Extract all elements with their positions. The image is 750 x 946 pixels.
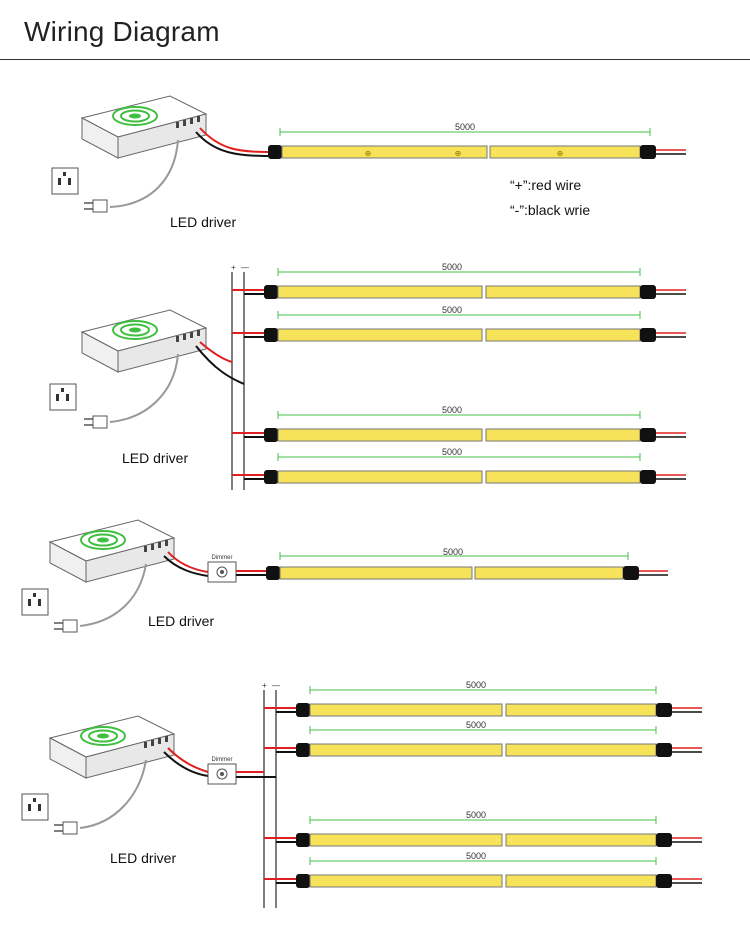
dimmer-single-svg: Dimmer 5000	[21, 519, 668, 633]
diagram-parallel-strips: + — 5000 5000 5000 5000 LED driver	[0, 250, 750, 500]
driver-label: LED driver	[110, 850, 177, 866]
length-label: 5000	[442, 305, 462, 315]
bus-minus-label: —	[272, 681, 280, 690]
strip-rows: 5000 5000 5000 5000	[232, 262, 686, 484]
driver-box	[48, 715, 176, 779]
driver-label: LED driver	[148, 613, 215, 629]
led-strip: 5000	[232, 262, 686, 299]
socket-icon	[51, 167, 79, 195]
led-strip: 5000	[232, 305, 686, 342]
driver-box	[48, 519, 176, 583]
driver-label: LED driver	[122, 450, 189, 466]
dimmer-label: Dimmer	[212, 757, 233, 763]
length-label: 5000	[442, 447, 462, 457]
plug-icon	[54, 619, 78, 633]
dimmer-box: Dimmer	[207, 555, 237, 583]
driver-box	[80, 95, 208, 159]
single-strip-svg: 5000 ⊕ ⊕ ⊕	[51, 95, 686, 213]
socket-icon	[21, 793, 49, 821]
dimmer-label: Dimmer	[212, 555, 233, 561]
diagram-dimmer-parallel: Dimmer + — 5000 5000 5000 5000 LED driver	[0, 676, 750, 938]
bus-plus-label: +	[231, 263, 236, 272]
led-strip: 5000	[232, 405, 686, 442]
header: Wiring Diagram	[0, 0, 750, 60]
length-label: 5000	[466, 720, 486, 730]
length-label: 5000	[466, 810, 486, 820]
length-label: 5000	[442, 262, 462, 272]
diagram-dimmer-single: Dimmer 5000 LED driver	[0, 500, 750, 660]
dimmer-parallel-svg: Dimmer + — 5000 5000 5000 5000	[21, 680, 702, 908]
driver-box	[80, 309, 208, 373]
socket-icon	[49, 383, 77, 411]
led-strip: 5000	[264, 851, 702, 888]
driver-label: LED driver	[170, 214, 237, 230]
led-strip: 5000	[266, 547, 668, 580]
parallel-strips-svg: + — 5000 5000 5000 5000	[49, 262, 686, 490]
bus-plus-label: +	[262, 681, 267, 690]
svg-text:⊕: ⊕	[455, 149, 462, 158]
length-label: 5000	[443, 547, 463, 557]
svg-text:⊕: ⊕	[365, 149, 372, 158]
page-title: Wiring Diagram	[24, 16, 220, 47]
bus-minus-label: —	[241, 263, 249, 272]
strip-rows: 5000 5000 5000 5000	[264, 680, 702, 888]
plug-icon	[84, 199, 108, 213]
led-strip: 5000 ⊕ ⊕ ⊕	[268, 122, 686, 159]
length-label: 5000	[466, 680, 486, 690]
led-strip: 5000	[232, 447, 686, 484]
led-strip: 5000	[264, 720, 702, 757]
diagram-single-strip: 5000 ⊕ ⊕ ⊕ LED driver “+”:red wire “-”:b…	[0, 0, 750, 250]
led-strip: 5000	[264, 810, 702, 847]
plug-icon	[84, 415, 108, 429]
svg-text:⊕: ⊕	[557, 149, 564, 158]
length-label: 5000	[442, 405, 462, 415]
dimmer-box: Dimmer	[207, 757, 237, 785]
legend-negative: “-”:black wrie	[510, 202, 591, 218]
plug-icon	[54, 821, 78, 835]
title-divider	[0, 59, 750, 60]
length-label: 5000	[455, 122, 475, 132]
legend-positive: “+”:red wire	[510, 177, 582, 193]
led-strip: 5000	[264, 680, 702, 717]
length-label: 5000	[466, 851, 486, 861]
socket-icon	[21, 588, 49, 616]
